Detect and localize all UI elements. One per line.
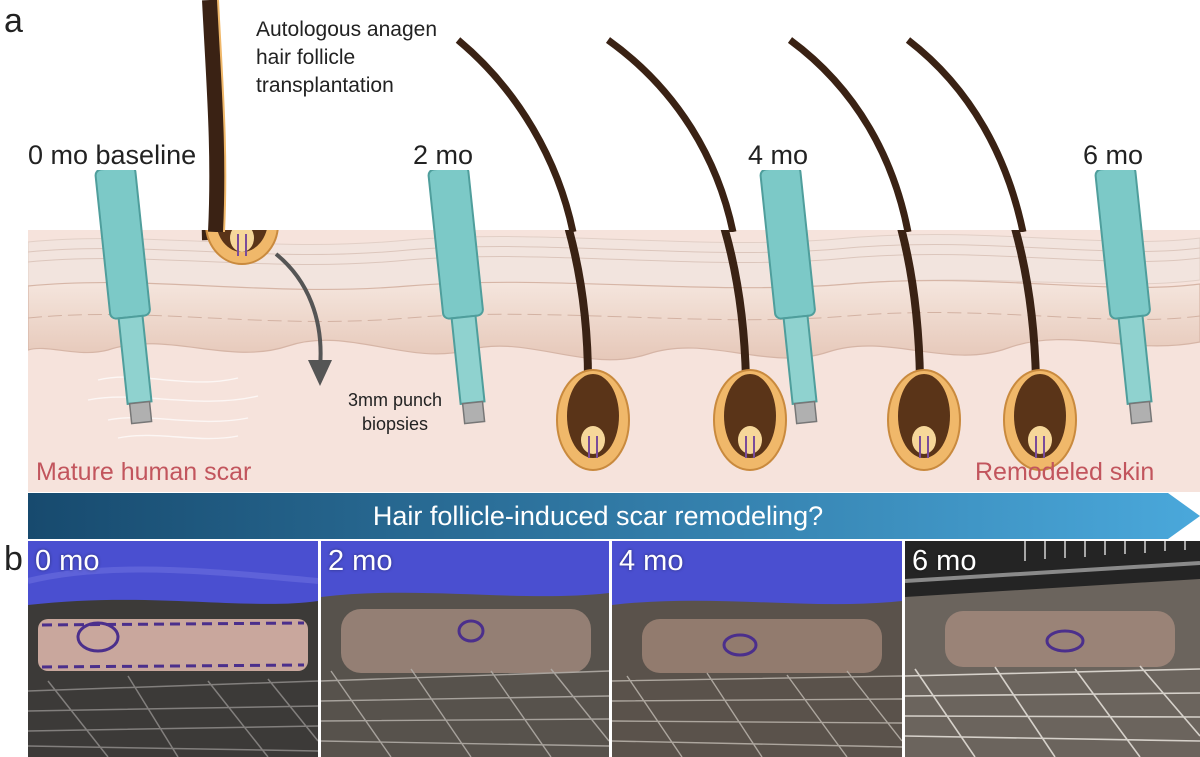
timeline-banner-arrow — [28, 493, 1200, 539]
time-label-6mo: 6 mo — [1083, 140, 1144, 170]
photo-0mo-image — [28, 541, 318, 757]
time-label-4mo: 4 mo — [748, 140, 809, 170]
punch-tool-6mo — [1094, 170, 1153, 425]
transplant-label-line-1: Autologous anagen — [256, 18, 437, 41]
punch-tool-4mo — [759, 170, 818, 425]
photo-label-4mo: 4 mo — [619, 545, 684, 577]
skin-cross-section — [28, 230, 1200, 492]
transplanted-follicle — [201, 230, 279, 265]
photo-2mo: 2 mo — [321, 541, 609, 757]
hair-shafts — [202, 0, 1027, 232]
grown-follicle-3 — [887, 230, 961, 471]
scar-tissue-lines — [87, 376, 259, 440]
transplant-label: Autologous anagen hair follicle transpla… — [256, 16, 437, 100]
biopsy-label: 3mm punch biopsies — [320, 388, 470, 436]
grown-follicle-1 — [556, 230, 630, 471]
panel-letter-a: a — [4, 2, 23, 40]
photo-label-6mo: 6 mo — [912, 545, 977, 577]
time-label-0mo: 0 mo baseline — [28, 140, 197, 170]
biopsy-label-line-1: 3mm punch — [347, 390, 443, 410]
panel-letter-b: b — [4, 540, 23, 578]
banner-text: Hair follicle-induced scar remodeling? — [372, 501, 824, 531]
transplant-arrow — [274, 252, 323, 369]
punch-tool-0mo — [94, 170, 153, 425]
photo-label-2mo: 2 mo — [328, 545, 393, 577]
right-caption: Remodeled skin — [975, 458, 1155, 486]
photo-4mo-image — [612, 541, 902, 757]
photo-0mo: 0 mo — [28, 541, 318, 757]
transplant-label-line-3: transplantation — [256, 74, 394, 97]
biopsy-label-line-2: biopsies — [361, 414, 429, 434]
photo-2mo-image — [321, 541, 609, 757]
photo-label-0mo: 0 mo — [35, 545, 100, 577]
transplant-label-line-2: hair follicle — [256, 46, 356, 69]
time-label-2mo: 2 mo — [413, 140, 474, 170]
photo-6mo-image — [905, 541, 1200, 757]
punch-tool-2mo — [427, 170, 486, 425]
photo-6mo: 6 mo — [905, 541, 1200, 757]
grown-follicle-2 — [713, 230, 787, 471]
punch-tools — [94, 170, 1153, 425]
left-caption: Mature human scar — [36, 458, 252, 486]
photo-4mo: 4 mo — [612, 541, 902, 757]
grown-follicle-4 — [1003, 230, 1077, 471]
